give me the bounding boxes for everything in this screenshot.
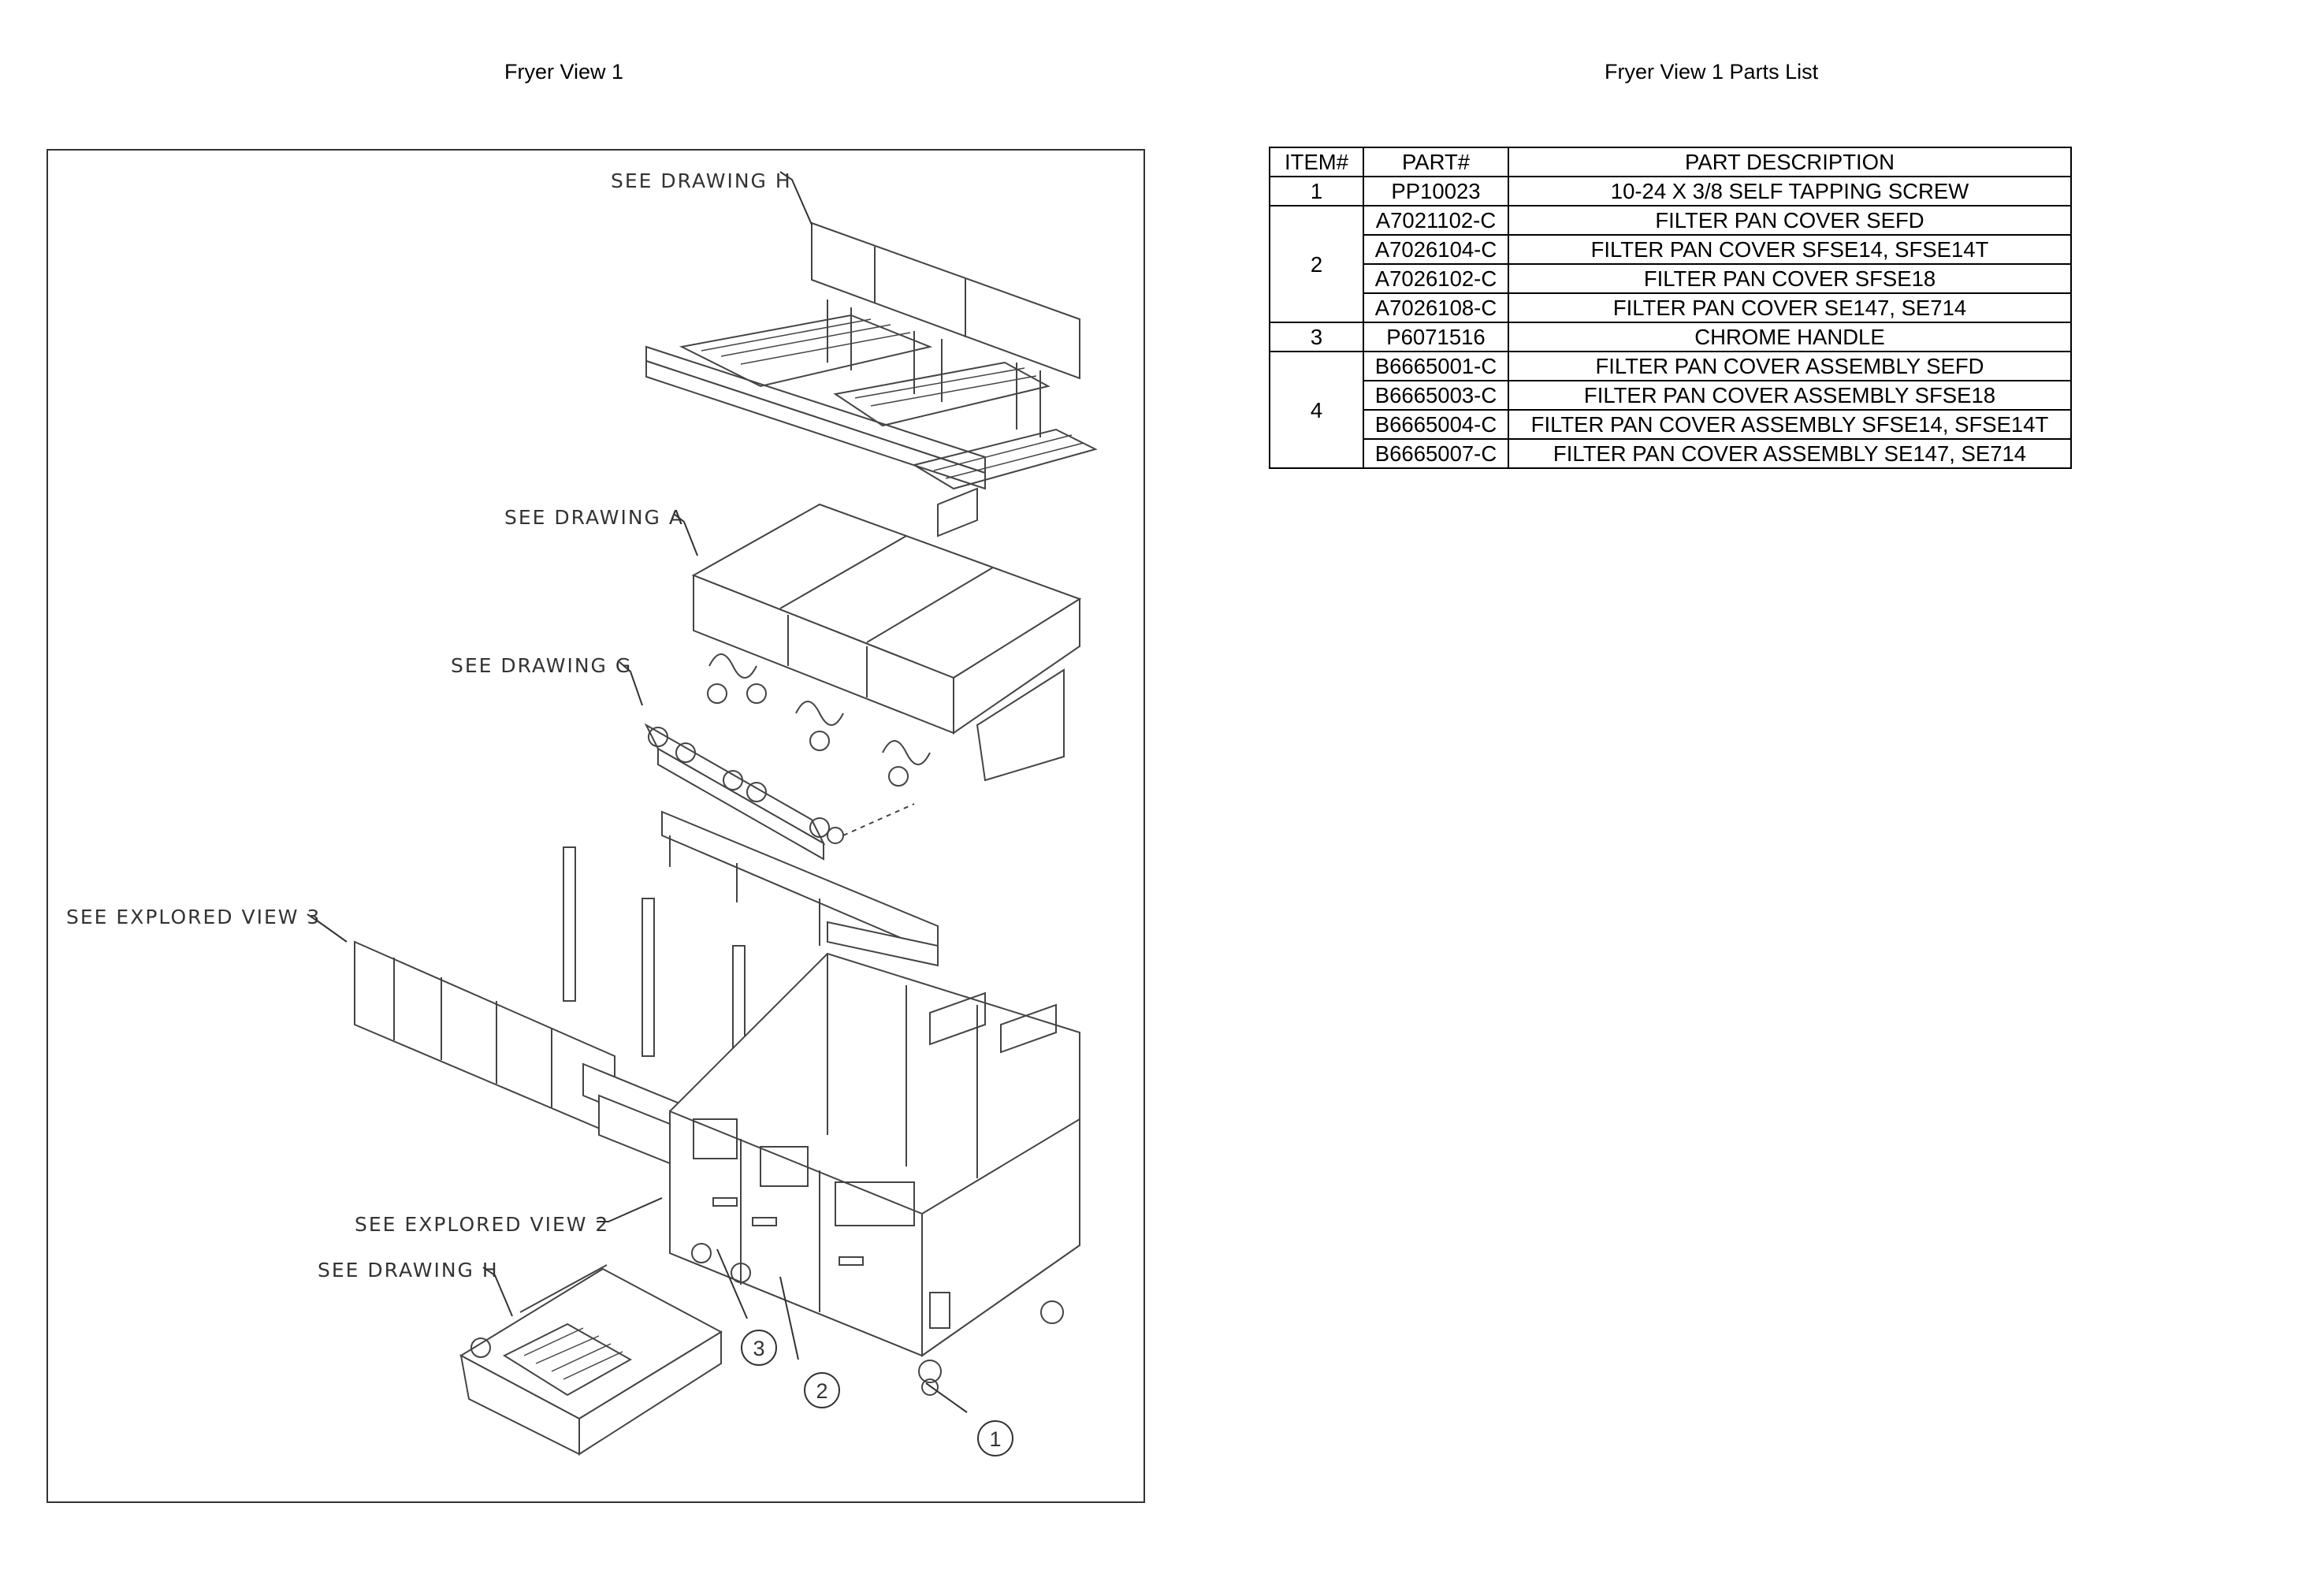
part-number-cell: B6665004-C (1363, 409, 1509, 440)
item-balloon-2: 2 (804, 1372, 840, 1408)
svg-text:1: 1 (989, 1427, 1001, 1451)
item-number-cell: 4 (1269, 351, 1364, 469)
callout-explored-view-2: SEE EXPLORED VIEW 2 (355, 1213, 609, 1236)
svg-text:2: 2 (816, 1379, 827, 1403)
callout-explored-view-3: SEE EXPLORED VIEW 3 (66, 906, 321, 928)
part-number-cell: B6665007-C (1363, 438, 1509, 469)
leader-lines (307, 171, 968, 1413)
burner-manifold-assembly (644, 653, 931, 861)
item-balloon-3: 3 (741, 1330, 777, 1366)
drawing-title: Fryer View 1 (504, 60, 624, 84)
header-description: PART DESCRIPTION (1508, 147, 2072, 177)
item-number-cell: 3 (1269, 322, 1364, 352)
part-number-cell: A7026102-C (1363, 263, 1509, 294)
part-number-cell: A7026104-C (1363, 234, 1509, 265)
part-description-cell: CHROME HANDLE (1508, 322, 2072, 352)
part-description-cell: FILTER PAN COVER ASSEMBLY SEFD (1508, 351, 2072, 381)
basket-hanger-assembly (645, 221, 1098, 538)
part-number-cell: A7026108-C (1363, 292, 1509, 323)
part-number-cell: A7021102-C (1363, 205, 1509, 236)
callout-drawing-a: SEE DRAWING A (504, 506, 684, 529)
drawing-frame (46, 149, 1145, 1503)
filter-pan-assembly (459, 1264, 723, 1456)
frypot-assembly (691, 503, 1082, 782)
item-number-cell: 1 (1269, 176, 1364, 206)
item-number-cell: 2 (1269, 205, 1364, 323)
part-description-cell: FILTER PAN COVER ASSEMBLY SE147, SE714 (1508, 438, 2072, 469)
part-number-cell: PP10023 (1363, 176, 1509, 206)
part-description-cell: FILTER PAN COVER SFSE18 (1508, 263, 2072, 294)
part-number-cell: P6071516 (1363, 322, 1509, 352)
parts-list-title: Fryer View 1 Parts List (1605, 60, 1819, 84)
callout-drawing-h-bottom: SEE DRAWING H (318, 1259, 499, 1282)
part-number-cell: B6665001-C (1363, 351, 1509, 381)
part-description-cell: 10-24 X 3/8 SELF TAPPING SCREW (1508, 176, 2072, 206)
fryer-cabinet (669, 921, 1080, 1396)
part-description-cell: FILTER PAN COVER ASSEMBLY SFSE14, SFSE14… (1508, 409, 2072, 440)
parts-table-header-row: ITEM# PART# PART DESCRIPTION (1269, 147, 2072, 177)
part-description-cell: FILTER PAN COVER SEFD (1508, 205, 2072, 236)
part-description-cell: FILTER PAN COVER ASSEMBLY SFSE18 (1508, 380, 2072, 411)
header-part: PART# (1363, 147, 1509, 177)
svg-text:3: 3 (753, 1337, 764, 1360)
item-balloon-1: 1 (977, 1420, 1013, 1456)
part-description-cell: FILTER PAN COVER SE147, SE714 (1508, 292, 2072, 323)
header-item: ITEM# (1269, 147, 1364, 177)
callout-drawing-g: SEE DRAWING G (451, 654, 632, 677)
callout-drawing-h-top: SEE DRAWING H (611, 169, 792, 192)
part-description-cell: FILTER PAN COVER SFSE14, SFSE14T (1508, 234, 2072, 265)
part-number-cell: B6665003-C (1363, 380, 1509, 411)
